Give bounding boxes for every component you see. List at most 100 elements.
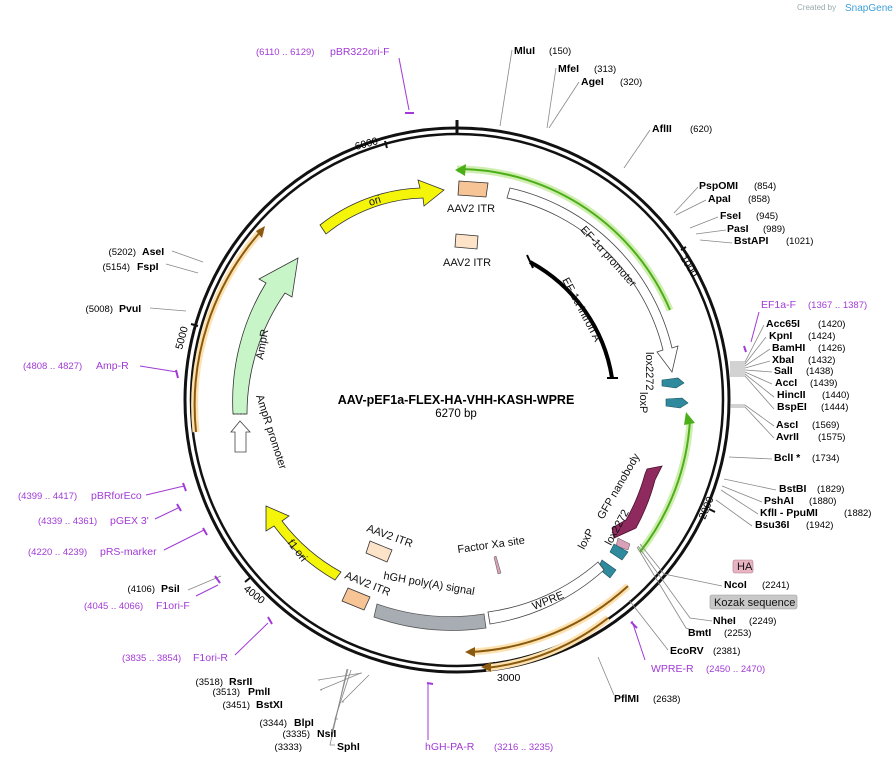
- enzyme-kfli-ppumi[interactable]: KflI - PpuMI: [760, 507, 818, 519]
- enzyme-mlui[interactable]: MluI: [514, 45, 535, 57]
- factor-xa-label: Factor Xa site: [457, 535, 526, 556]
- primer-hgh-pa-r[interactable]: hGH-PA-R: [425, 741, 475, 753]
- ha-tag-box[interactable]: [732, 559, 754, 574]
- primer-wpre-r-range: (2450 .. 2470): [706, 664, 765, 675]
- enzyme-avrii[interactable]: AvrII: [776, 431, 799, 443]
- enzyme-pvui[interactable]: PvuI: [119, 303, 141, 315]
- enzyme-labels: MluI (150) MfeI (313) AgeI (320) AflII (…: [86, 45, 872, 753]
- tick-label-5000: 5000: [173, 325, 191, 351]
- primer-pbrforeco[interactable]: pBRforEco: [91, 490, 142, 502]
- enzyme-bstxi[interactable]: BstXI: [256, 699, 283, 711]
- primer-wpre-r[interactable]: WPRE-R: [651, 663, 694, 675]
- wpre-feature[interactable]: [487, 561, 605, 625]
- ef1a-intron-label: EF-1α intron A: [559, 276, 603, 345]
- enzyme-bstbi[interactable]: BstBI: [779, 483, 807, 495]
- primer-f1ori-f[interactable]: F1ori-F: [156, 600, 190, 612]
- primer-ef1a-f[interactable]: EF1a-F: [761, 299, 796, 311]
- primer-f1ori-r[interactable]: F1ori-R: [193, 652, 228, 664]
- enzyme-asei[interactable]: AseI: [142, 246, 164, 258]
- enzyme-pmli-pos: (3513): [213, 687, 240, 698]
- aav2-itr-top-b-label: AAV2 ITR: [443, 257, 491, 269]
- enzyme-pshai[interactable]: PshAI: [764, 495, 794, 507]
- enzyme-bsu36i[interactable]: Bsu36I: [755, 519, 790, 531]
- enzyme-nsii-pos: (3335): [283, 729, 310, 740]
- enzyme-nhei[interactable]: NheI: [713, 615, 736, 627]
- enzyme-asci[interactable]: AscI: [776, 419, 798, 431]
- kozak-sequence-box[interactable]: [709, 594, 798, 610]
- ampr-promoter-feature[interactable]: [230, 420, 251, 453]
- enzyme-pasi[interactable]: PasI: [727, 223, 749, 235]
- aav2-itr-top-b[interactable]: [454, 233, 479, 250]
- ampr-feature[interactable]: [232, 257, 299, 415]
- enzyme-bstapi[interactable]: BstAPI: [734, 235, 769, 247]
- aav2-itr-bot-a[interactable]: [365, 540, 393, 563]
- primer-prs-marker[interactable]: pRS-marker: [100, 546, 157, 558]
- enzyme-xbai-pos: (1432): [808, 355, 835, 366]
- enzyme-bamhi[interactable]: BamHI: [772, 342, 805, 354]
- enzyme-kpni[interactable]: KpnI: [769, 330, 792, 342]
- enzyme-leaders: [149, 49, 777, 746]
- enzyme-mfei[interactable]: MfeI: [558, 63, 579, 75]
- primer-hgh-pa-r-range: (3216 .. 3235): [494, 742, 553, 753]
- enzyme-bsu36i-pos: (1942): [806, 520, 833, 531]
- lox2272-bottom-feature[interactable]: [609, 543, 629, 561]
- enzyme-rsrii[interactable]: RsrII: [229, 676, 252, 688]
- hgh-polya-label: hGH poly(A) signal: [382, 570, 475, 598]
- enzyme-sphi[interactable]: SphI: [337, 741, 360, 753]
- enzyme-fspi[interactable]: FspI: [137, 261, 159, 273]
- lox2272-top-label: lox2272: [643, 352, 655, 391]
- ef1a-intron-feature[interactable]: [529, 260, 614, 379]
- lox2272-top-feature[interactable]: [661, 377, 685, 389]
- enzyme-pspomi[interactable]: PspOMI: [699, 180, 738, 192]
- hgh-polya-feature[interactable]: [373, 603, 487, 631]
- primer-pgex3[interactable]: pGEX 3': [110, 515, 149, 527]
- enzyme-aflii[interactable]: AflII: [652, 123, 672, 135]
- primer-pbr322ori-f[interactable]: pBR322ori-F: [330, 46, 390, 58]
- enzyme-bstbi-pos: (1829): [817, 484, 844, 495]
- loxp-top-feature[interactable]: [665, 397, 689, 409]
- f1-ori-feature[interactable]: [265, 505, 342, 581]
- enzyme-blpi[interactable]: BlpI: [294, 717, 314, 729]
- enzyme-bcli[interactable]: BclI *: [774, 452, 801, 464]
- enzyme-sali[interactable]: SalI: [774, 365, 793, 377]
- enzyme-apai[interactable]: ApaI: [708, 193, 731, 205]
- enzyme-hincii[interactable]: HincII: [777, 389, 806, 401]
- enzyme-acci[interactable]: AccI: [775, 377, 797, 389]
- aav2-itr-bot-b[interactable]: [341, 587, 371, 611]
- enzyme-fsei-pos: (945): [756, 211, 778, 222]
- ori-feature[interactable]: [319, 179, 445, 235]
- green-arc-top[interactable]: [461, 168, 671, 311]
- enzyme-hincii-pos: (1440): [822, 390, 849, 401]
- enzyme-bmti[interactable]: BmtI: [688, 627, 711, 639]
- wpre-label: WPRE: [531, 589, 566, 612]
- enzyme-asci-pos: (1569): [812, 420, 839, 431]
- orange-arc-bottom-2[interactable]: [485, 617, 609, 669]
- enzyme-acc65i[interactable]: Acc65I: [766, 318, 800, 330]
- enzyme-pflmi[interactable]: PflMI: [614, 693, 639, 705]
- enzyme-pmli[interactable]: PmlI: [248, 686, 270, 698]
- enzyme-nsii[interactable]: NsiI: [317, 728, 336, 740]
- enzyme-acc65i-pos: (1420): [818, 319, 845, 330]
- ef1a-promoter-feature[interactable]: [506, 187, 679, 373]
- enzyme-ncoi[interactable]: NcoI: [724, 579, 747, 591]
- plasmid-length: 6270 bp: [435, 408, 477, 420]
- enzyme-xbai[interactable]: XbaI: [772, 354, 794, 366]
- orange-arc-left[interactable]: [193, 229, 263, 433]
- enzyme-bspei[interactable]: BspEI: [777, 401, 807, 413]
- factor-xa-feature[interactable]: [493, 555, 502, 575]
- aav2-itr-top-a[interactable]: [457, 180, 489, 198]
- enzyme-bamhi-pos: (1426): [818, 343, 845, 354]
- ampr-promoter-label: AmpR promoter: [253, 393, 289, 471]
- primer-amp-r[interactable]: Amp-R: [96, 360, 129, 372]
- enzyme-ecorv[interactable]: EcoRV: [670, 645, 704, 657]
- green-arc-right[interactable]: [639, 419, 691, 553]
- enzyme-psii[interactable]: PsiI: [161, 583, 180, 595]
- orange-arc-bottom-1[interactable]: [469, 585, 629, 653]
- enzyme-ecorv-pos: (2381): [713, 646, 740, 657]
- enzyme-agei[interactable]: AgeI: [581, 76, 604, 88]
- aav2-itr-top-a-label: AAV2 ITR: [447, 203, 495, 215]
- gfp-nanobody-feature[interactable]: [611, 465, 663, 539]
- primer-pbr322ori-f-range: (6110 .. 6129): [256, 47, 314, 58]
- enzyme-fsei[interactable]: FseI: [720, 210, 741, 222]
